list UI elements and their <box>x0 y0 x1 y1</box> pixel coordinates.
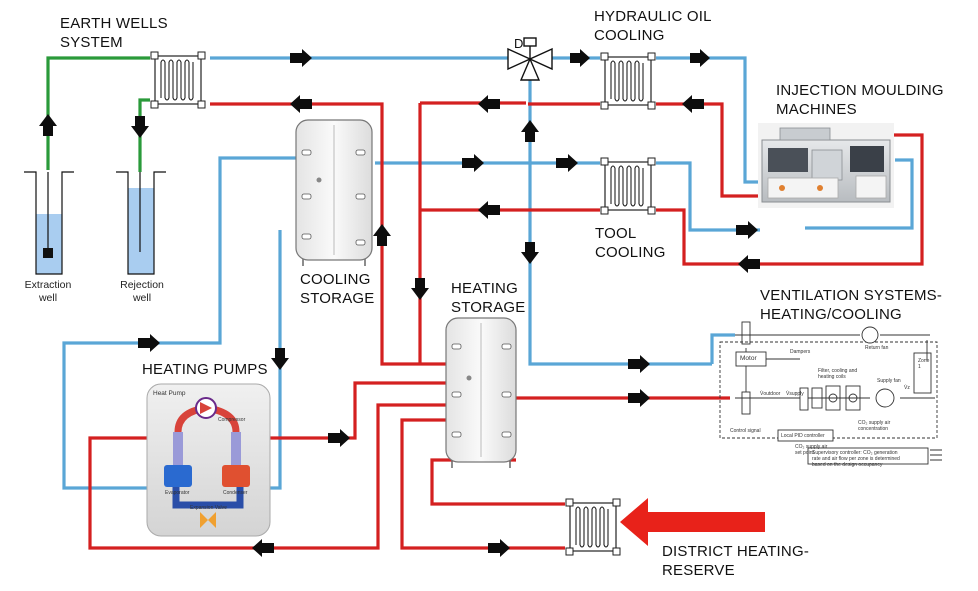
co2-concentration-label: CO₂ supply air concentration <box>858 420 891 432</box>
arrow-icon <box>271 348 289 370</box>
condenser-label: Condenser <box>223 490 248 496</box>
supervisory-controller-label: Supervisory controller: CO₂ generation r… <box>812 450 900 468</box>
rejection-well-icon <box>116 171 166 275</box>
heating-storage-tank-icon <box>445 317 517 468</box>
expansion-valve-label: Expansion Valve <box>190 505 227 511</box>
heating-storage-label: HEATING STORAGE <box>451 280 526 316</box>
pid-controller-label: Local PID controller <box>781 433 825 439</box>
v-outdoor-label: V̇outdoor <box>760 391 781 397</box>
arrow-icon <box>690 49 710 67</box>
ventilation-label: VENTILATION SYSTEMS- HEATING/COOLING <box>760 287 943 323</box>
v-z-label: V̇z <box>904 385 910 391</box>
district-heating-arrow-icon <box>620 498 765 546</box>
earth-wells-heat-exchanger-icon <box>150 51 206 109</box>
tool-cooling-heat-exchanger-icon <box>600 157 656 215</box>
well-pipes <box>46 56 150 172</box>
arrow-icon <box>39 114 57 136</box>
flow-arrows <box>39 49 760 557</box>
arrow-icon <box>290 95 312 113</box>
arrow-icon <box>328 429 350 447</box>
district-heating-heat-exchanger-icon <box>565 498 621 556</box>
three-way-valve-icon <box>507 37 553 81</box>
motor-label: Motor <box>740 355 757 362</box>
tool-cooling-label: TOOL COOLING <box>595 225 666 261</box>
arrow-icon <box>252 539 274 557</box>
arrow-icon <box>628 355 650 373</box>
dampers-label: Dampers <box>790 349 811 355</box>
rejection-well-label: Rejection well <box>120 279 164 304</box>
compressor-label: Compressor <box>218 417 246 423</box>
arrow-icon <box>738 255 760 273</box>
earth-wells-label: EARTH WELLS SYSTEM <box>60 15 168 51</box>
extraction-well-icon <box>24 171 74 275</box>
arrow-icon <box>478 201 500 219</box>
hydraulic-oil-label: HYDRAULIC OIL COOLING <box>594 8 712 44</box>
arrow-icon <box>373 224 391 246</box>
arrow-icon <box>131 116 149 138</box>
arrow-icon <box>478 95 500 113</box>
control-signal-label: Control signal <box>730 428 761 434</box>
cooling-storage-tank-icon <box>295 119 373 266</box>
extraction-well-label: Extraction well <box>24 279 72 304</box>
hydraulic-oil-heat-exchanger-icon <box>600 52 656 110</box>
arrow-icon <box>411 278 429 300</box>
arrow-icon <box>521 120 539 142</box>
injection-moulding-machine-icon <box>758 123 894 208</box>
evaporator-label: Evaporator <box>165 490 190 496</box>
valve-label: D <box>514 36 523 51</box>
arrow-icon <box>628 389 650 407</box>
district-heating-label: DISTRICT HEATING- RESERVE <box>662 543 810 579</box>
cooling-storage-label: COOLING STORAGE <box>300 271 375 307</box>
heating-pumps-label: HEATING PUMPS <box>142 361 268 378</box>
arrow-icon <box>290 49 312 67</box>
filter-label: Filter, cooling and heating coils <box>818 368 858 380</box>
arrow-icon <box>570 49 590 67</box>
heat-pump-title: Heat Pump <box>153 390 186 397</box>
heat-pump-unit-icon <box>146 383 271 537</box>
zone-label: Zone 1 <box>918 358 930 370</box>
arrow-icon <box>682 95 704 113</box>
return-fan-label: Return fan <box>865 345 889 351</box>
arrow-icon <box>488 539 510 557</box>
ventilation-schematic <box>719 321 942 465</box>
arrow-icon <box>736 221 758 239</box>
co2-setpoint-label: CO₂ supply air set point <box>795 444 828 456</box>
injection-moulding-label: INJECTION MOULDING MACHINES <box>776 82 944 118</box>
arrow-icon <box>462 154 484 172</box>
arrow-icon <box>556 154 578 172</box>
arrow-icon <box>521 242 539 264</box>
cold-water-pipes <box>62 56 914 490</box>
v-supply-label: V̇supply <box>786 391 804 397</box>
supply-fan-label: Supply fan <box>877 378 901 384</box>
arrow-icon <box>138 334 160 352</box>
